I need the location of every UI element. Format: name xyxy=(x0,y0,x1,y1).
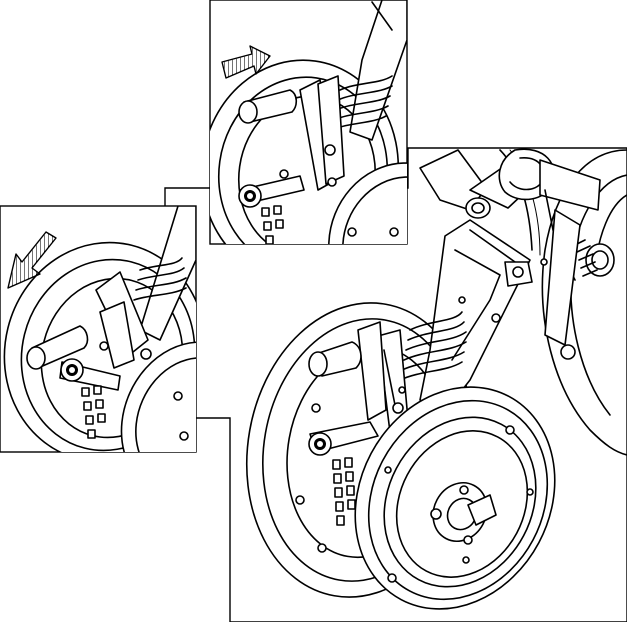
main-coil-spring xyxy=(399,311,467,381)
left-spring-arm xyxy=(95,206,196,369)
spring-arm-assembly xyxy=(357,148,615,433)
notch-teeth xyxy=(332,457,356,526)
handle-knob xyxy=(308,341,362,377)
left-adjustment-lever xyxy=(59,358,121,439)
left-handle-knob xyxy=(26,325,89,370)
panel-left xyxy=(0,205,197,453)
left-direction-arrow xyxy=(7,231,57,289)
adjustment-lever xyxy=(308,421,379,526)
top-adjustment-lever xyxy=(238,175,305,244)
top-direction-arrow xyxy=(221,45,271,79)
top-front-wheel xyxy=(328,162,407,244)
spring-coil-right xyxy=(574,239,598,277)
panel-top xyxy=(209,0,408,245)
panel-main xyxy=(164,147,627,622)
top-handle-knob xyxy=(238,89,298,124)
left-front-wheel xyxy=(120,341,196,452)
top-spring-arm xyxy=(299,0,407,191)
front-gauge-wheel xyxy=(354,386,556,610)
